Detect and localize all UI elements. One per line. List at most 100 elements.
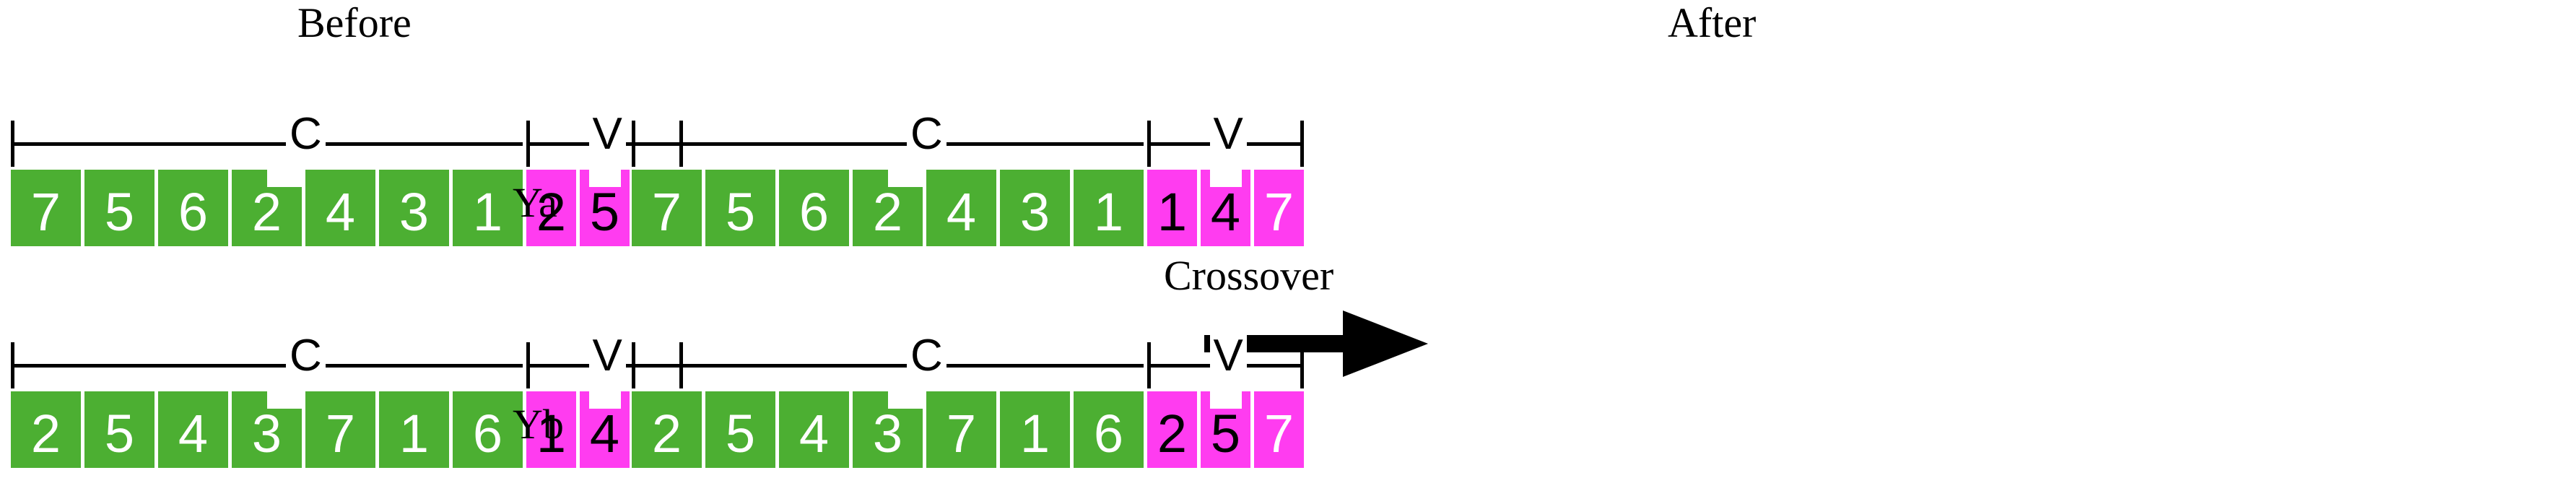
- core-bracket-tick-left: [11, 342, 14, 388]
- core-gene-cell[interactable]: 5: [705, 170, 775, 246]
- gene-strip: 7562431257: [11, 170, 683, 246]
- core-gene-cell[interactable]: 6: [1074, 391, 1144, 468]
- gene-value: 7: [325, 404, 356, 464]
- gene-value: 1: [536, 404, 567, 464]
- core-gene-cell[interactable]: 6: [158, 170, 228, 246]
- gene-value: 1: [1093, 182, 1124, 242]
- core-gene-cell[interactable]: 5: [705, 391, 775, 468]
- variable-gene-cell[interactable]: 7: [1254, 391, 1304, 468]
- core-gene-cell[interactable]: 3: [1000, 170, 1070, 246]
- chromosome-row-label-ya: Ya: [513, 179, 557, 226]
- gene-value: 1: [1019, 404, 1050, 464]
- gene-value: 1: [399, 404, 430, 464]
- core-gene-cell[interactable]: 2: [11, 391, 81, 468]
- chromosome-before-parent-a: CV7562431257: [11, 112, 683, 246]
- crossover-point-notch: [588, 391, 621, 409]
- gene-value: 2: [536, 182, 567, 242]
- variable-bracket-tick-right: [1300, 121, 1304, 167]
- core-gene-cell[interactable]: 2: [632, 391, 702, 468]
- core-bracket: C: [632, 112, 1144, 170]
- core-bracket-line: [11, 142, 523, 146]
- core-gene-cell[interactable]: 3: [232, 391, 302, 468]
- variable-gene-cell[interactable]: 5: [580, 170, 630, 246]
- gene-value: 5: [589, 182, 620, 242]
- gene-value: 5: [104, 404, 135, 464]
- core-gene-cell[interactable]: 4: [158, 391, 228, 468]
- core-gene-cell[interactable]: 7: [926, 391, 996, 468]
- right-arrow-icon: [1204, 310, 1428, 381]
- core-bracket-tick-left: [11, 121, 14, 167]
- core-gene-cell[interactable]: 1: [1074, 170, 1144, 246]
- gene-value: 7: [1263, 404, 1294, 464]
- gene-value: 2: [30, 404, 61, 464]
- variable-gene-cell[interactable]: 1: [526, 391, 576, 468]
- crossover-point-notch: [588, 170, 621, 187]
- gene-value: 7: [651, 182, 682, 242]
- variable-gene-cell[interactable]: 1: [1147, 170, 1197, 246]
- gene-value: 7: [1263, 182, 1294, 242]
- variable-bracket-tick-left: [1147, 342, 1151, 388]
- core-gene-cell[interactable]: 1: [379, 391, 449, 468]
- core-gene-cell[interactable]: 6: [779, 170, 849, 246]
- crossover-point-notch: [1209, 391, 1242, 409]
- core-gene-cell[interactable]: 2: [232, 170, 302, 246]
- variable-bracket-label: V: [588, 112, 626, 157]
- core-bracket-line: [11, 364, 523, 368]
- gene-value: 4: [799, 404, 830, 464]
- core-gene-cell[interactable]: 1: [1000, 391, 1070, 468]
- core-gene-cell[interactable]: 5: [84, 391, 155, 468]
- chromosome-before-parent-b: CV2543716147: [11, 334, 683, 468]
- crossover-label: Crossover: [1164, 252, 1334, 299]
- gene-value: 6: [799, 182, 830, 242]
- variable-bracket: V: [1147, 334, 1304, 391]
- gene-value: 4: [325, 182, 356, 242]
- gene-value: 1: [1157, 182, 1188, 242]
- core-gene-cell[interactable]: 3: [379, 170, 449, 246]
- gene-value: 2: [251, 182, 282, 242]
- variable-gene-cell[interactable]: 7: [1254, 170, 1304, 246]
- core-bracket-label: C: [286, 112, 326, 157]
- gene-value: 2: [651, 404, 682, 464]
- core-gene-cell[interactable]: 4: [779, 391, 849, 468]
- variable-bracket-tick-left: [526, 342, 530, 388]
- variable-bracket-tick-right: [1300, 342, 1304, 388]
- core-gene-cell[interactable]: 6: [453, 391, 523, 468]
- variable-bracket-tick-left: [526, 121, 530, 167]
- core-bracket-line: [632, 142, 1144, 146]
- core-gene-cell[interactable]: 7: [11, 170, 81, 246]
- variable-gene-cell[interactable]: 5: [1201, 391, 1250, 468]
- variable-gene-cell[interactable]: 2: [526, 170, 576, 246]
- core-gene-cell[interactable]: 4: [305, 170, 375, 246]
- core-gene-cell[interactable]: 7: [632, 170, 702, 246]
- gene-value: 3: [399, 182, 430, 242]
- crossover-point-notch: [267, 391, 302, 409]
- after-heading: After: [1668, 0, 1757, 46]
- gene-value: 7: [30, 182, 61, 242]
- gene-value: 4: [1210, 182, 1241, 242]
- gene-value: 1: [472, 182, 503, 242]
- gene-value: 2: [872, 182, 903, 242]
- gene-value: 6: [178, 182, 209, 242]
- crossover-point-notch: [888, 391, 923, 409]
- gene-strip: 2543716147: [11, 391, 683, 468]
- gene-value: 3: [251, 404, 282, 464]
- core-gene-cell[interactable]: 5: [84, 170, 155, 246]
- variable-gene-cell[interactable]: 4: [1201, 170, 1250, 246]
- core-bracket-line: [632, 364, 1144, 368]
- core-bracket-label: C: [907, 112, 947, 157]
- core-gene-cell[interactable]: 2: [853, 170, 923, 246]
- variable-bracket-label: V: [588, 334, 626, 378]
- core-gene-cell[interactable]: 3: [853, 391, 923, 468]
- gene-value: 5: [1210, 404, 1241, 464]
- variable-gene-cell[interactable]: 2: [1147, 391, 1197, 468]
- core-gene-cell[interactable]: 4: [926, 170, 996, 246]
- core-gene-cell[interactable]: 7: [305, 391, 375, 468]
- core-gene-cell[interactable]: 1: [453, 170, 523, 246]
- variable-gene-cell[interactable]: 4: [580, 391, 630, 468]
- variable-bracket-label: V: [1209, 112, 1247, 157]
- core-bracket: C: [11, 334, 523, 391]
